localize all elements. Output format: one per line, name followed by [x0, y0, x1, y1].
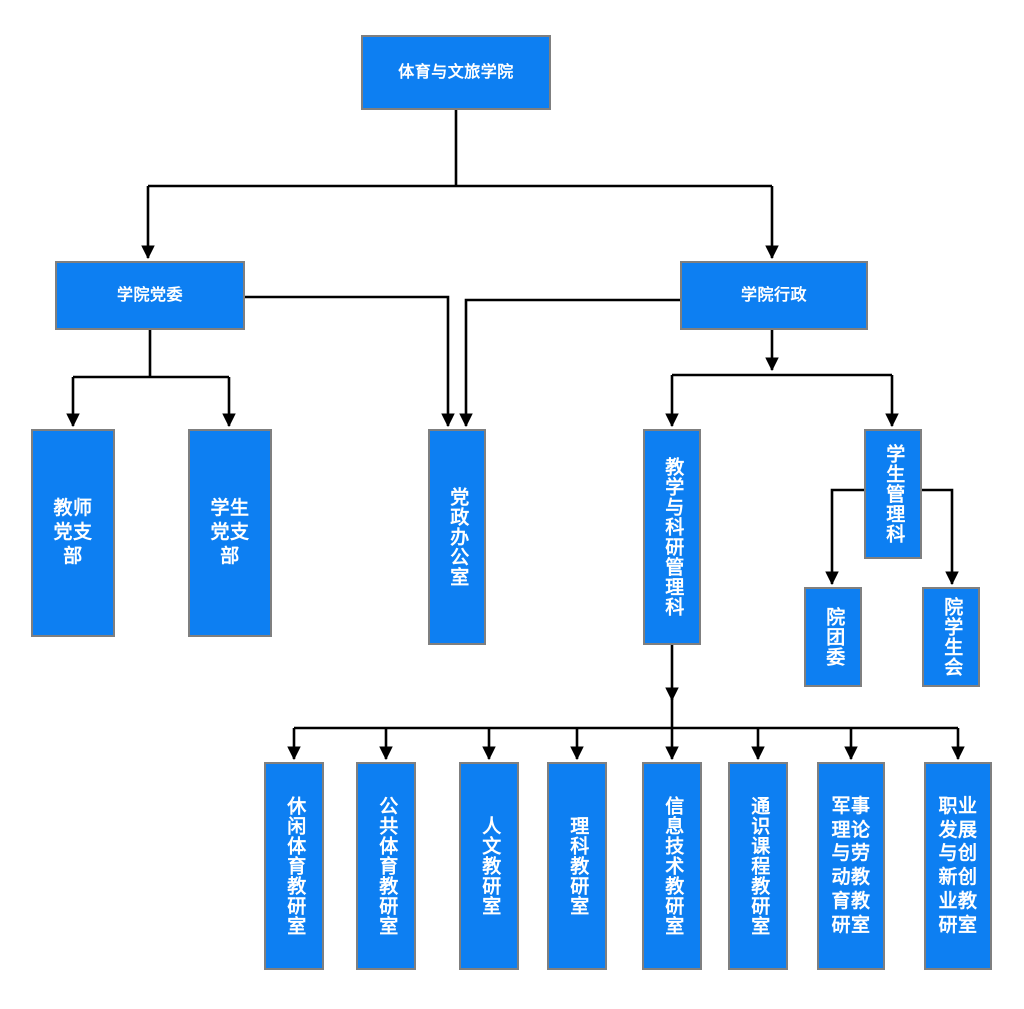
node-youth-league[interactable]: 院团委 [804, 587, 862, 687]
edge-student-mgmt-left [825, 488, 864, 586]
node-student-party-branch-label: 学生党支部 [210, 498, 250, 567]
node-office-military-labor-label: 军事理论与劳动教育教研室 [831, 795, 871, 936]
edge-administration-to-office [459, 298, 680, 428]
node-student-party-branch[interactable]: 学生党支部 [188, 429, 272, 637]
node-teacher-party-branch-label: 教师党支部 [53, 498, 93, 567]
node-party-committee[interactable]: 学院党委 [55, 261, 245, 330]
node-office-leisure-sports[interactable]: 休闲体育教研室 [264, 762, 324, 970]
node-youth-league-label: 院团委 [823, 607, 845, 667]
node-teacher-party-branch[interactable]: 教师党支部 [31, 429, 115, 637]
node-office-info-tech-label: 信息技术教研室 [662, 796, 684, 936]
node-root[interactable]: 体育与文旅学院 [361, 35, 551, 110]
node-student-union[interactable]: 院学生会 [922, 587, 980, 687]
node-office-science[interactable]: 理科教研室 [547, 762, 607, 970]
node-office-general-courses[interactable]: 通识课程教研室 [728, 762, 788, 970]
node-office-career-innovation-label: 职业发展与创新创业教研室 [938, 795, 978, 936]
node-office-humanities[interactable]: 人文教研室 [459, 762, 519, 970]
node-office-leisure-sports-label: 休闲体育教研室 [284, 796, 306, 936]
node-party-gov-office[interactable]: 党政办公室 [428, 429, 486, 645]
node-student-management-section[interactable]: 学生管理科 [864, 429, 922, 559]
node-office-public-sports-label: 公共体育教研室 [376, 796, 398, 936]
node-student-union-label: 院学生会 [941, 597, 963, 677]
node-root-label: 体育与文旅学院 [398, 63, 514, 81]
node-office-public-sports[interactable]: 公共体育教研室 [356, 762, 416, 970]
node-office-science-label: 理科教研室 [567, 816, 589, 916]
node-office-general-courses-label: 通识课程教研室 [748, 796, 770, 936]
node-office-info-tech[interactable]: 信息技术教研室 [642, 762, 702, 970]
node-party-committee-label: 学院党委 [116, 286, 183, 304]
edge-party-committee-to-office [245, 295, 455, 428]
node-student-management-section-label: 学生管理科 [883, 444, 905, 544]
node-teaching-research-section-label: 教学与科研管理科 [662, 457, 684, 617]
node-administration-label: 学院行政 [740, 286, 807, 304]
node-office-career-innovation[interactable]: 职业发展与创新创业教研室 [924, 762, 992, 970]
node-office-humanities-label: 人文教研室 [479, 816, 501, 916]
node-office-military-labor[interactable]: 军事理论与劳动教育教研室 [817, 762, 885, 970]
node-teaching-research-section[interactable]: 教学与科研管理科 [643, 429, 701, 645]
node-administration[interactable]: 学院行政 [680, 261, 868, 330]
node-party-gov-office-label: 党政办公室 [447, 487, 469, 587]
edge-student-mgmt-right [922, 488, 959, 586]
